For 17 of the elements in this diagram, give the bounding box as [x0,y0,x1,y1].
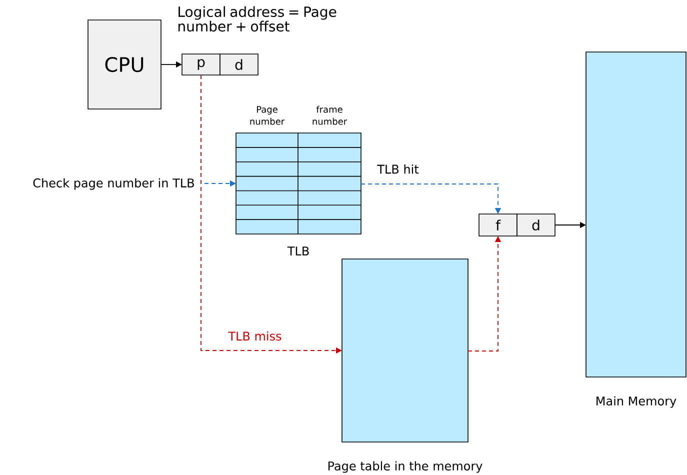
tlb-table [236,132,362,234]
address-cell: d [220,54,258,76]
table-caption: TLB [287,246,309,256]
box-caption: Main Memory [596,396,676,408]
memory-box [342,258,468,442]
address-caption: Logical address = Page number + offset [178,6,336,32]
memory-box [586,52,686,378]
box-caption: Page table in the memory [328,461,482,473]
address-cell: d [516,214,556,236]
address-cell: f [478,214,518,236]
column-header: frame number [312,106,348,125]
cpu-box: CPU [88,20,162,110]
edge-label: Check page number in TLB [33,178,194,190]
address-cell: p [182,54,220,76]
edge-label: TLB hit [377,164,419,174]
column-header: Page number [250,106,285,125]
edge-label: TLB miss [228,331,282,341]
